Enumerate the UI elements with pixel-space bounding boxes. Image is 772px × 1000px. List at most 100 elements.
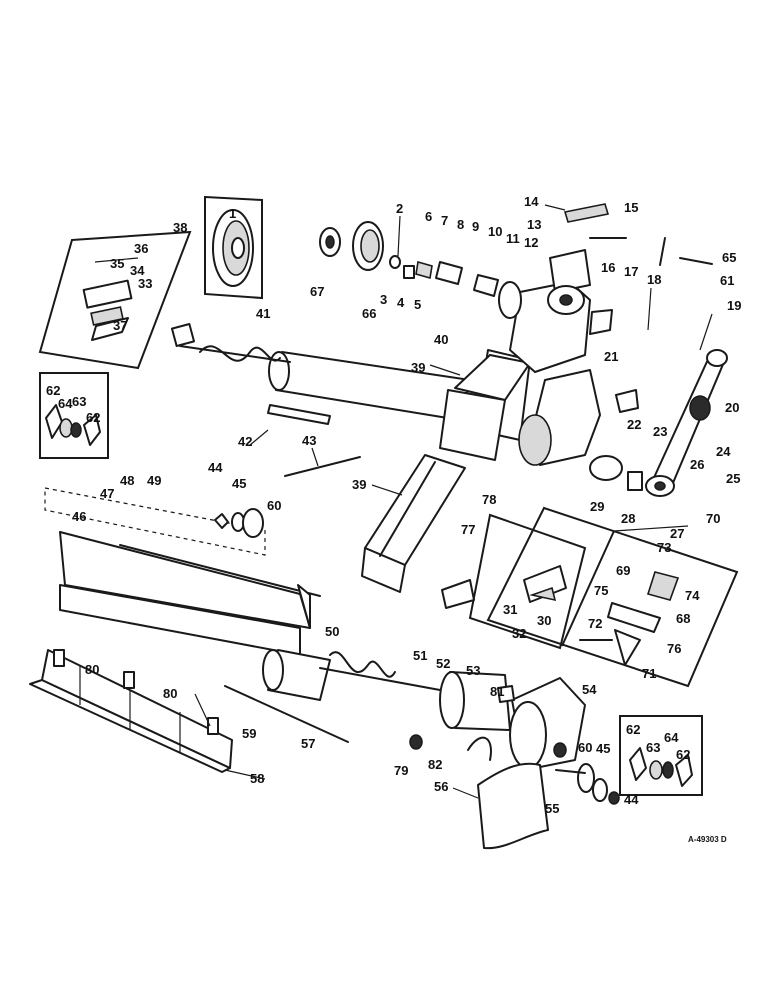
callout-38: 38 [173, 220, 187, 235]
callout-33: 33 [138, 276, 152, 291]
trough [44, 487, 321, 656]
callout-11: 11 [506, 231, 520, 246]
callout-73: 73 [657, 540, 671, 555]
callout-22: 22 [627, 417, 641, 432]
callout-74: 74 [685, 588, 700, 603]
callout-82: 82 [428, 757, 442, 772]
callout-80-left: 80 [85, 662, 99, 677]
callout-63-left: 63 [72, 394, 86, 409]
inset-box-38 [38, 230, 192, 370]
callout-39-upper: 39 [411, 360, 425, 375]
callout-27: 27 [670, 526, 684, 541]
callout-63-right: 63 [646, 740, 660, 755]
callout-21: 21 [604, 349, 618, 364]
upper-auger [170, 322, 471, 421]
callout-23: 23 [653, 424, 667, 439]
callout-75: 75 [594, 583, 608, 598]
callout-50: 50 [325, 624, 339, 639]
callout-39-lower: 39 [352, 477, 366, 492]
callout-62-right-a: 62 [626, 722, 640, 737]
lower-auger [262, 649, 441, 701]
callout-51: 51 [413, 648, 427, 663]
inset-box-62-left [39, 372, 109, 459]
callout-60-upper: 60 [267, 498, 281, 513]
callout-77: 77 [461, 522, 475, 537]
callout-45-lower: 45 [596, 741, 610, 756]
callout-62-left-b: 62 [86, 410, 100, 425]
belt-drive [645, 349, 728, 497]
callout-54: 54 [582, 682, 597, 697]
callout-26: 26 [690, 457, 704, 472]
drive-housing [439, 671, 586, 850]
reference-code: A-49303 D [688, 835, 727, 844]
callout-60-lower: 60 [578, 740, 592, 755]
callout-19: 19 [727, 298, 741, 313]
callout-70: 70 [706, 511, 720, 526]
inset-box-62-right [619, 715, 703, 796]
callout-76: 76 [667, 641, 681, 656]
callout-52: 52 [436, 656, 450, 671]
callout-16: 16 [601, 260, 615, 275]
callout-36: 36 [134, 241, 148, 256]
callout-58: 58 [250, 771, 264, 786]
callout-32: 32 [512, 626, 526, 641]
callout-37: 37 [113, 318, 127, 333]
callout-40: 40 [434, 332, 448, 347]
misc-parts [53, 309, 643, 805]
callout-69: 69 [616, 563, 630, 578]
callout-1: 1 [229, 206, 236, 221]
callout-43: 43 [302, 433, 316, 448]
callout-45-upper: 45 [232, 476, 246, 491]
callout-29: 29 [590, 499, 604, 514]
callout-67: 67 [310, 284, 324, 299]
inset-box-1 [204, 195, 263, 300]
callout-57: 57 [301, 736, 315, 751]
callout-2: 2 [396, 201, 403, 216]
callout-55: 55 [545, 801, 559, 816]
callout-66: 66 [362, 306, 376, 321]
callout-42: 42 [238, 434, 252, 449]
callout-49: 49 [147, 473, 161, 488]
leader-lines [194, 204, 713, 799]
callout-41: 41 [256, 306, 270, 321]
shaft-parts-top [319, 203, 713, 319]
callout-65: 65 [722, 250, 736, 265]
callout-14: 14 [524, 194, 539, 209]
callout-7: 7 [441, 213, 448, 228]
callout-78: 78 [482, 492, 496, 507]
callout-46: 46 [72, 509, 86, 524]
callout-15: 15 [624, 200, 638, 215]
callout-labels: 1 2 3 4 5 6 7 8 9 10 11 12 13 14 15 16 1… [46, 194, 741, 844]
callout-59: 59 [242, 726, 256, 741]
callout-64-left: 64 [58, 396, 73, 411]
callout-25: 25 [726, 471, 740, 486]
inset-box-32 [468, 513, 587, 650]
callout-20: 20 [725, 400, 739, 415]
callout-8: 8 [457, 217, 464, 232]
callout-5: 5 [414, 297, 421, 312]
callout-34: 34 [130, 263, 145, 278]
callout-18: 18 [647, 272, 661, 287]
callout-47: 47 [100, 486, 114, 501]
callout-3: 3 [380, 292, 387, 307]
callout-44-lower: 44 [624, 792, 639, 807]
callout-62-right-b: 62 [676, 747, 690, 762]
callout-79: 79 [394, 763, 408, 778]
callout-4: 4 [397, 295, 405, 310]
inset-box-70 [486, 506, 739, 688]
callout-68: 68 [676, 611, 690, 626]
callout-48: 48 [120, 473, 134, 488]
callout-64-right: 64 [664, 730, 679, 745]
callout-12: 12 [524, 235, 538, 250]
callout-80-right: 80 [163, 686, 177, 701]
callout-24: 24 [716, 444, 731, 459]
elevator-housing-upper [439, 249, 591, 461]
callout-35: 35 [110, 256, 124, 271]
callout-62-left-a: 62 [46, 383, 60, 398]
side-housing-21 [518, 369, 601, 466]
callout-9: 9 [472, 219, 479, 234]
callout-81: 81 [490, 684, 504, 699]
callout-53: 53 [466, 663, 480, 678]
callout-28: 28 [621, 511, 635, 526]
